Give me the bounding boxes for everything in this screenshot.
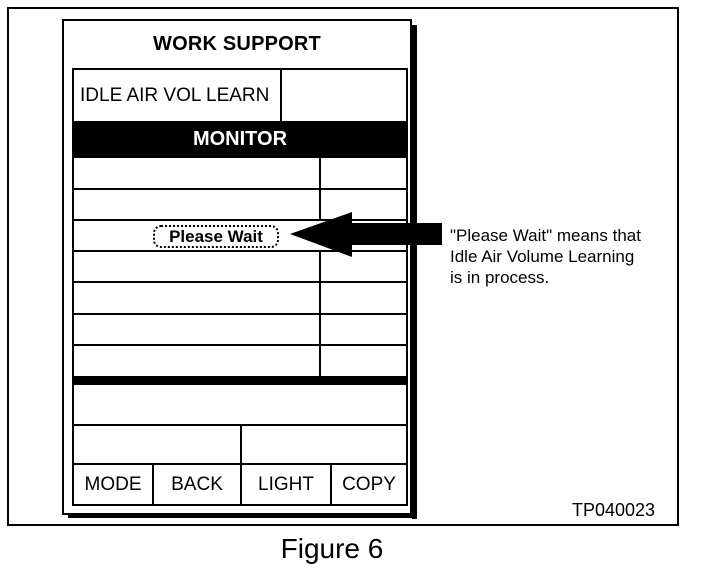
arrow-icon: [290, 212, 442, 257]
light-button[interactable]: LIGHT: [258, 474, 314, 495]
row-divider: [74, 313, 406, 315]
column-divider: [319, 250, 321, 376]
column-divider: [240, 424, 242, 463]
callout-line: is in process.: [450, 268, 550, 287]
row-divider: [74, 219, 406, 221]
work-item-label: IDLE AIR VOL LEARN: [80, 85, 270, 106]
row-divider: [74, 281, 406, 283]
button-divider: [152, 463, 154, 504]
device-screen: IDLE AIR VOL LEARN MONITOR Please Wait M…: [72, 68, 408, 506]
item-divider: [280, 70, 282, 121]
please-wait-indicator: Please Wait: [153, 225, 279, 248]
figure-caption: Figure 6: [280, 533, 384, 564]
callout-line: "Please Wait" means that: [450, 226, 641, 245]
back-button[interactable]: BACK: [171, 474, 223, 495]
device-shadow-right: [412, 25, 417, 519]
button-divider: [240, 463, 242, 504]
column-divider: [319, 158, 321, 219]
device-shadow-bottom: [68, 513, 417, 518]
callout-line: Idle Air Volume Learning: [450, 247, 635, 266]
row-divider: [74, 250, 406, 252]
mode-button[interactable]: MODE: [84, 474, 142, 495]
figure-code: TP040023: [572, 500, 656, 520]
callout-text: "Please Wait" means that Idle Air Volume…: [450, 225, 680, 288]
row-divider: [74, 188, 406, 190]
figure-frame: [7, 7, 679, 526]
button-divider: [330, 463, 332, 504]
row-divider: [74, 344, 406, 346]
monitor-header: MONITOR: [74, 121, 406, 158]
copy-button[interactable]: COPY: [342, 474, 396, 495]
thick-divider: [74, 376, 406, 385]
screen-title: WORK SUPPORT: [153, 33, 321, 55]
